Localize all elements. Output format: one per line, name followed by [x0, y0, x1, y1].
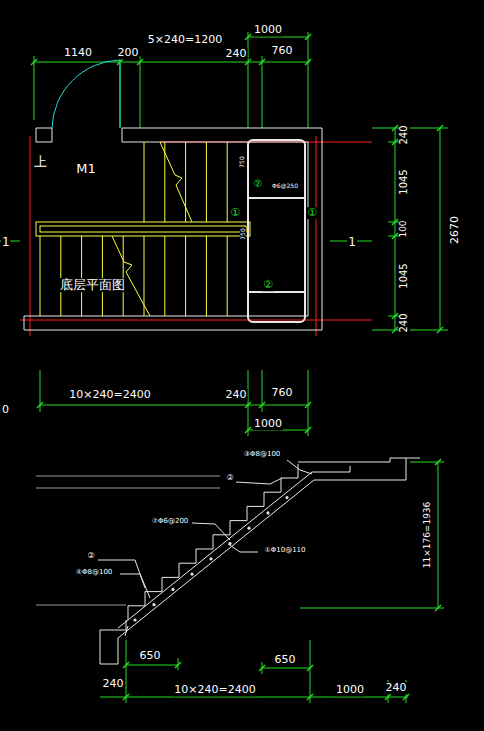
dimension-label: 上 [33, 155, 48, 169]
slab-rebar [118, 466, 350, 636]
dimension-label: 240 [102, 678, 125, 690]
dimension-label: ② [86, 552, 95, 560]
dimension-label: 底层平面图 [59, 278, 126, 292]
dimension-label: 0 [1, 404, 10, 416]
dimension-label: 650 [139, 650, 162, 662]
dimension-label: ② [225, 474, 234, 482]
dimension-label: 1000 [253, 418, 283, 430]
dimension-label: ①Φ10@110 [263, 547, 306, 554]
dimension-label: 650 [274, 654, 297, 666]
dimension-label: 240 [225, 389, 248, 401]
dimension-label: 1 [347, 236, 357, 249]
stair-treads [40, 142, 248, 316]
stair-section [100, 458, 420, 664]
dimension-label: 10×240=2400 [173, 684, 256, 696]
dimension-label: ④Φ8@100 [75, 569, 114, 576]
callout-number: ① [229, 207, 241, 219]
dimension-label: Φ6@250 [271, 183, 299, 189]
callout-number: ② [262, 279, 274, 291]
dimension-label: ⑦Φ6@200 [151, 518, 190, 525]
handrail [36, 222, 250, 236]
dimension-label: 240 [399, 312, 410, 333]
dimension-label: 760 [271, 45, 294, 57]
dimension-label: 1000 [253, 24, 283, 36]
dimension-label: 240 [385, 682, 408, 694]
dimension-label: 750 [239, 155, 245, 168]
dimension-label: 1000 [335, 684, 365, 696]
door-swing [52, 60, 120, 128]
dimension-label: M1 [75, 162, 97, 176]
floor-lines [36, 476, 220, 605]
callout-number: ② [253, 179, 264, 190]
dimension-label: 11×176=1936 [423, 501, 432, 570]
landing-rebar [248, 140, 305, 322]
dimension-ticks [31, 34, 443, 700]
dimension-label: 10×240=2400 [68, 389, 151, 401]
dimension-label: 1 [1, 236, 11, 249]
wall-outline [24, 128, 322, 330]
dimension-lines [0, 32, 448, 703]
dimension-label: 760 [271, 387, 294, 399]
dimension-label: 100 [399, 219, 408, 238]
beam-lines [20, 136, 372, 336]
rebar-dots [133, 496, 288, 622]
dimension-label: 240 [225, 48, 248, 60]
dimension-label: 1045 [399, 262, 410, 289]
callout-number: ① [306, 207, 318, 219]
dimension-label: 2670 [449, 215, 461, 245]
leader-lines [98, 460, 312, 598]
dimension-label: 750 [240, 227, 246, 240]
dimension-label: 1140 [63, 47, 93, 59]
dimension-label: 240 [399, 124, 410, 145]
dimension-label: ③Φ8@100 [243, 451, 282, 458]
dimension-label: 1045 [399, 168, 410, 195]
dimension-label: 200 [117, 47, 140, 59]
dimension-label: 5×240=1200 [147, 34, 223, 46]
